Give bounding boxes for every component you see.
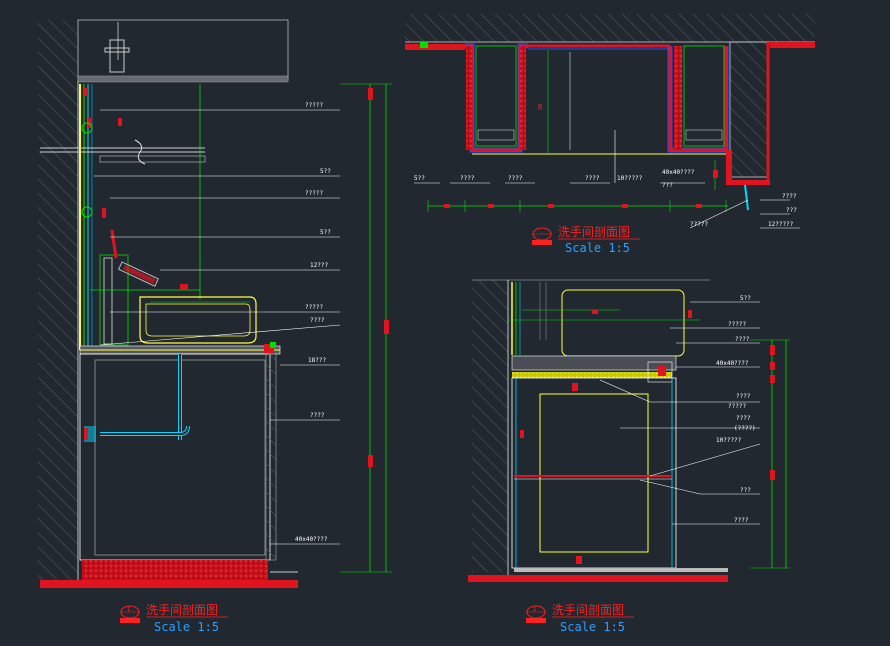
label-3-4: 10?????: [617, 175, 643, 182]
title-block-3: 洗手间剖面图 Scale 1:5: [532, 225, 640, 255]
label-1-1: 5??: [320, 168, 331, 175]
label-2-3: 40x40????: [716, 360, 749, 367]
label-1-0: ?????: [305, 102, 323, 109]
concrete-base: [82, 560, 268, 580]
wall-hatch: [38, 20, 78, 580]
label-3-3: ????: [585, 175, 600, 182]
drawing-scale-3: Scale 1:5: [565, 241, 630, 255]
label-2-5: ?????: [728, 403, 746, 410]
label-3-1: ????: [460, 175, 475, 182]
section-drawing-3: 50 5?? ???? ???? ????: [405, 14, 815, 255]
label-3-6: ???: [662, 182, 673, 189]
label-3-r1: ???: [786, 207, 797, 214]
label-3-r0: ????: [782, 193, 797, 200]
section-drawing-2: 5?? ????? ???? 40x40???? ???? ????? ????…: [468, 279, 790, 634]
label-1-5: ?????: [305, 304, 323, 311]
label-1-9: 40x40????: [295, 536, 328, 543]
label-1-2: ?????: [305, 190, 323, 197]
label-2-0: 5??: [740, 295, 751, 302]
drawing-scale-2: Scale 1:5: [560, 620, 625, 634]
label-2-8: 10?????: [716, 437, 742, 444]
section-drawing-1: ????? 5?? ????? 5?? 12??? ????? ???? 18?…: [38, 19, 392, 634]
label-2-2: ????: [735, 336, 750, 343]
drawing-number-2: 2: [533, 607, 536, 613]
label-3-2: ????: [508, 175, 523, 182]
label-2-9: ???: [740, 487, 751, 494]
drawing-title-3: 洗手间剖面图: [558, 225, 630, 239]
title-block-1: 1 洗手间剖面图 Scale 1:5: [120, 603, 228, 634]
label-2-10: ????: [734, 517, 749, 524]
label-2-6: ????: [736, 415, 751, 422]
dim-label-3: 50: [538, 104, 544, 110]
label-1-3: 5??: [320, 229, 331, 236]
drawing-title-2: 洗手间剖面图: [552, 603, 624, 617]
label-2-7: (????): [734, 425, 756, 432]
label-1-4: 12???: [310, 262, 328, 269]
title-block-2: 2 洗手间剖面图 Scale 1:5: [526, 603, 634, 634]
cabinet-body: [79, 353, 271, 561]
label-2-4: ????: [736, 393, 751, 400]
drawing-number-1: 1: [127, 607, 130, 613]
label-3-0: 5??: [414, 175, 425, 182]
label-3-l0: ?????: [690, 221, 708, 228]
label-2-1: ?????: [728, 321, 746, 328]
label-3-r2: 12?????: [768, 221, 794, 228]
label-1-8: ????: [310, 412, 325, 419]
drawing-scale-1: Scale 1:5: [154, 620, 219, 634]
drawing-title-1: 洗手间剖面图: [146, 603, 218, 617]
basin-outline: [139, 296, 257, 344]
label-1-6: ????: [310, 317, 325, 324]
label-3-5: 40x40????: [662, 169, 695, 176]
label-1-7: 18???: [308, 357, 326, 364]
